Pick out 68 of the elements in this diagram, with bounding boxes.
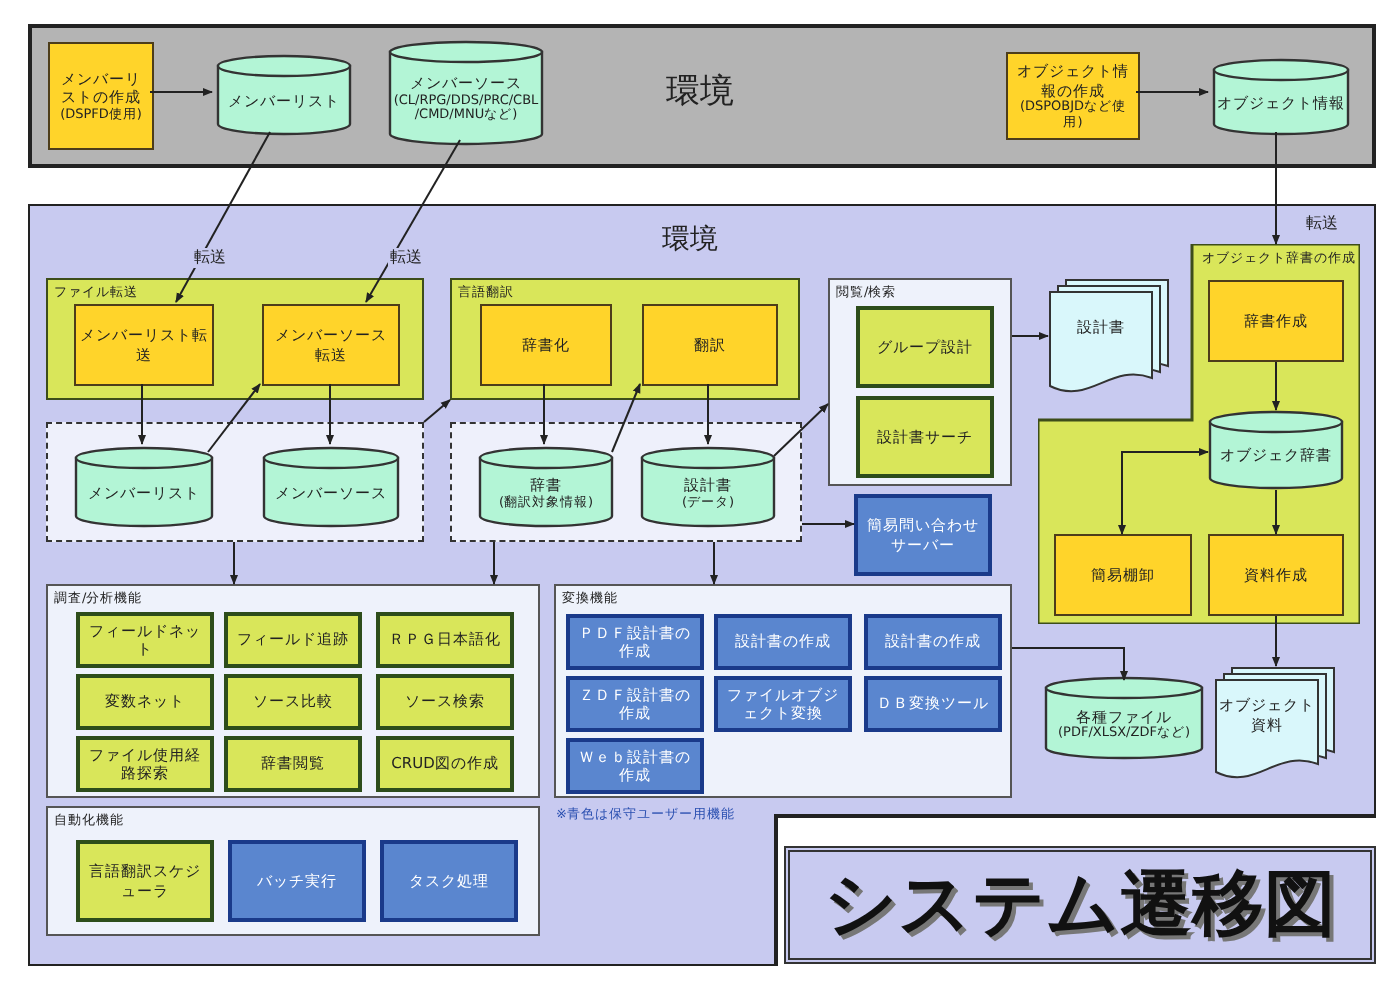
process-box [262, 304, 400, 386]
region-panel [28, 24, 1376, 168]
process-box [76, 736, 214, 792]
arrow [1118, 448, 1209, 535]
process-box [864, 614, 1002, 670]
process-box [1006, 52, 1140, 140]
process-box [714, 614, 852, 670]
arrow [207, 383, 261, 453]
group-panel [450, 422, 802, 542]
edge-label: 転送 [388, 248, 424, 268]
process-box [714, 676, 852, 732]
arrow [1272, 615, 1280, 667]
process-box [856, 306, 994, 388]
arrow [1135, 88, 1209, 96]
process-box [566, 614, 704, 670]
edge-label: 転送 [192, 248, 228, 268]
process-box [856, 396, 994, 478]
process-box [224, 736, 362, 792]
diagram-title: システム遷移図 [784, 846, 1376, 964]
arrow [138, 383, 146, 445]
arrow [1272, 361, 1280, 411]
region-title: 環境 [666, 72, 734, 112]
arrow [704, 383, 712, 445]
process-box [864, 676, 1002, 732]
process-box [228, 840, 366, 922]
process-box [76, 840, 214, 922]
process-box [1208, 280, 1344, 362]
arrow [423, 399, 451, 423]
group-panel [46, 422, 424, 542]
arrow [540, 383, 548, 445]
process-box [48, 42, 154, 150]
edge-label: 転送 [1304, 214, 1340, 234]
arrow [1011, 647, 1128, 681]
process-box [480, 304, 612, 386]
group-panel [46, 584, 540, 798]
process-box [376, 612, 514, 668]
process-box [224, 674, 362, 730]
arrow [1272, 489, 1280, 535]
arrow [326, 383, 334, 445]
process-box [376, 674, 514, 730]
arrow [1011, 332, 1049, 340]
process-box [566, 676, 704, 732]
group-panel [46, 806, 540, 936]
arrow [490, 541, 498, 585]
arrow [230, 541, 238, 585]
arrow [149, 88, 213, 96]
group-panel [46, 278, 424, 400]
process-box [376, 736, 514, 792]
process-box [1054, 534, 1192, 616]
arrow [611, 383, 641, 453]
arrow [710, 541, 718, 585]
arrow [175, 131, 271, 303]
group-panel [828, 278, 1012, 486]
process-box [76, 612, 214, 668]
process-box [854, 494, 992, 576]
group-panel [554, 584, 1012, 798]
arrow [1272, 131, 1280, 245]
region-title: 環境 [662, 222, 718, 260]
process-box [1208, 534, 1344, 616]
process-box [224, 612, 362, 668]
process-box [642, 304, 778, 386]
process-box [76, 674, 214, 730]
process-box [566, 738, 704, 794]
arrow [801, 520, 855, 528]
arrow [773, 403, 829, 457]
process-box [74, 304, 214, 386]
process-box [380, 840, 518, 922]
group-panel [450, 278, 800, 400]
